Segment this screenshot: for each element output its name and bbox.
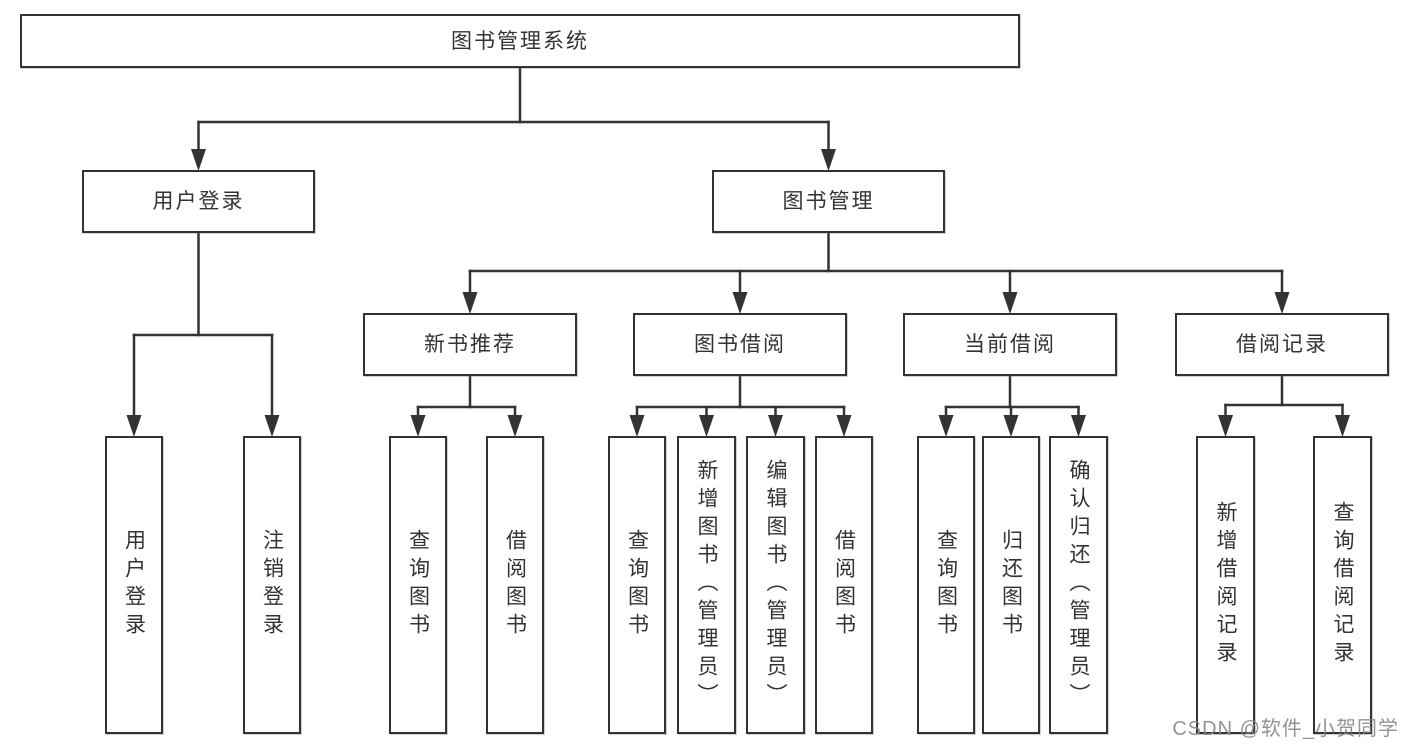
node-cb-return: 归还图书: [982, 436, 1040, 734]
node-user-login: 用户登录: [82, 170, 315, 233]
node-label: 新增图书（管理员）: [695, 459, 718, 711]
node-root: 图书管理系统: [20, 14, 1020, 68]
node-label: 确认归还（管理员）: [1067, 459, 1090, 711]
node-label: 查询图书: [934, 529, 958, 641]
node-book-borrow: 图书借阅: [633, 313, 847, 376]
node-label: 归还图书: [999, 529, 1023, 641]
node-br-query: 查询借阅记录: [1313, 436, 1372, 734]
node-label: 查询图书: [625, 529, 649, 641]
node-label: 新书推荐: [424, 333, 516, 356]
node-label: 图书管理: [782, 190, 875, 213]
node-ul-login: 用户登录: [105, 436, 163, 734]
node-label: 编辑图书（管理员）: [764, 459, 787, 711]
node-bb-borrow: 借阅图书: [815, 436, 873, 734]
node-ul-logout: 注销登录: [243, 436, 301, 734]
node-nbr-query: 查询图书: [389, 436, 447, 734]
node-label: 用户登录: [122, 529, 146, 641]
node-br-add: 新增借阅记录: [1196, 436, 1255, 734]
node-label: 注销登录: [260, 529, 284, 641]
node-label: 当前借阅: [964, 333, 1056, 356]
node-cb-query: 查询图书: [917, 436, 975, 734]
node-label: 借阅图书: [503, 529, 527, 641]
node-label: 查询图书: [406, 529, 430, 641]
node-label: 借阅记录: [1236, 333, 1328, 356]
node-bb-add: 新增图书（管理员）: [677, 436, 736, 734]
node-label: 用户登录: [152, 190, 245, 213]
node-label: 查询借阅记录: [1331, 501, 1354, 669]
node-borrow-record: 借阅记录: [1175, 313, 1389, 376]
node-book-mgmt: 图书管理: [712, 170, 945, 233]
node-label: 图书借阅: [694, 333, 786, 356]
node-cb-confirm: 确认归还（管理员）: [1049, 436, 1108, 734]
node-label: 借阅图书: [832, 529, 856, 641]
node-bb-query: 查询图书: [608, 436, 666, 734]
node-new-book-rec: 新书推荐: [363, 313, 577, 376]
node-current-borrow: 当前借阅: [903, 313, 1117, 376]
node-nbr-borrow: 借阅图书: [486, 436, 544, 734]
node-label: 新增借阅记录: [1214, 501, 1237, 669]
node-label: 图书管理系统: [451, 29, 589, 53]
node-bb-edit: 编辑图书（管理员）: [746, 436, 805, 734]
watermark-text: CSDN @软件_小贺同学: [1172, 718, 1399, 740]
